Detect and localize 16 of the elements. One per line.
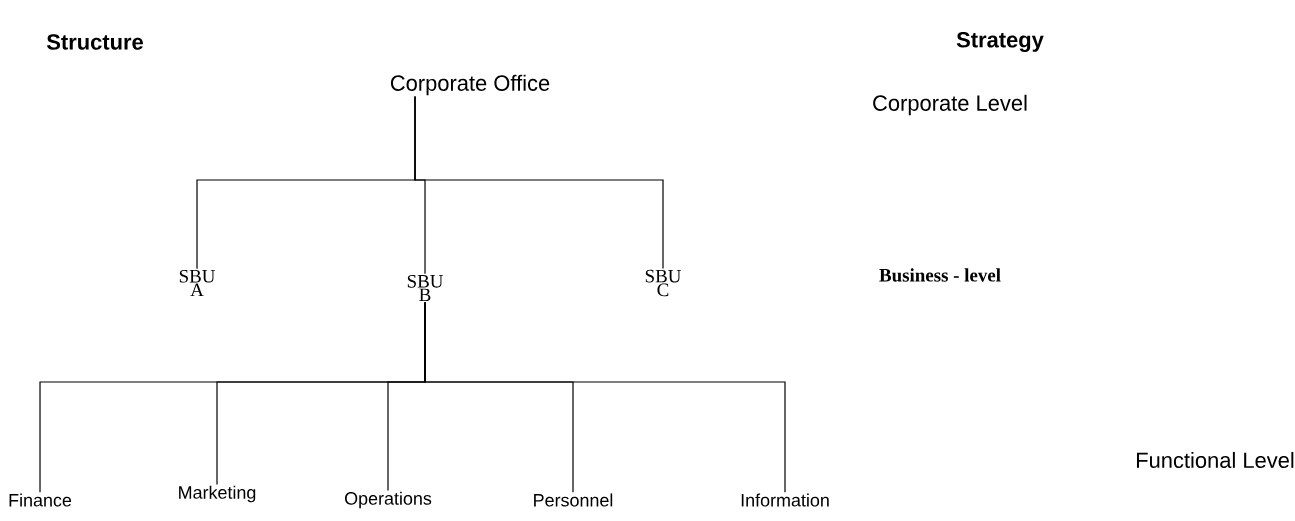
node-text: SBU A <box>179 269 215 297</box>
node-text: Corporate Office <box>390 74 550 96</box>
level-label: Structure <box>46 34 143 50</box>
node-text: Operations <box>345 491 432 509</box>
node-text: Information <box>741 493 829 507</box>
connector-line <box>424 301 786 493</box>
node-text: Finance <box>9 493 72 507</box>
node-text: SBU C <box>645 269 681 297</box>
level-label: Corporate Level <box>873 94 1027 116</box>
level-label: Functional Level <box>1137 451 1294 469</box>
node-text: Personnel <box>534 493 613 507</box>
node-text: Marketing <box>179 485 256 503</box>
connector-line <box>414 95 664 270</box>
level-label: Business - level <box>879 268 1001 282</box>
node-text: SBU B <box>407 274 443 302</box>
level-label: Strategy <box>956 32 1044 52</box>
